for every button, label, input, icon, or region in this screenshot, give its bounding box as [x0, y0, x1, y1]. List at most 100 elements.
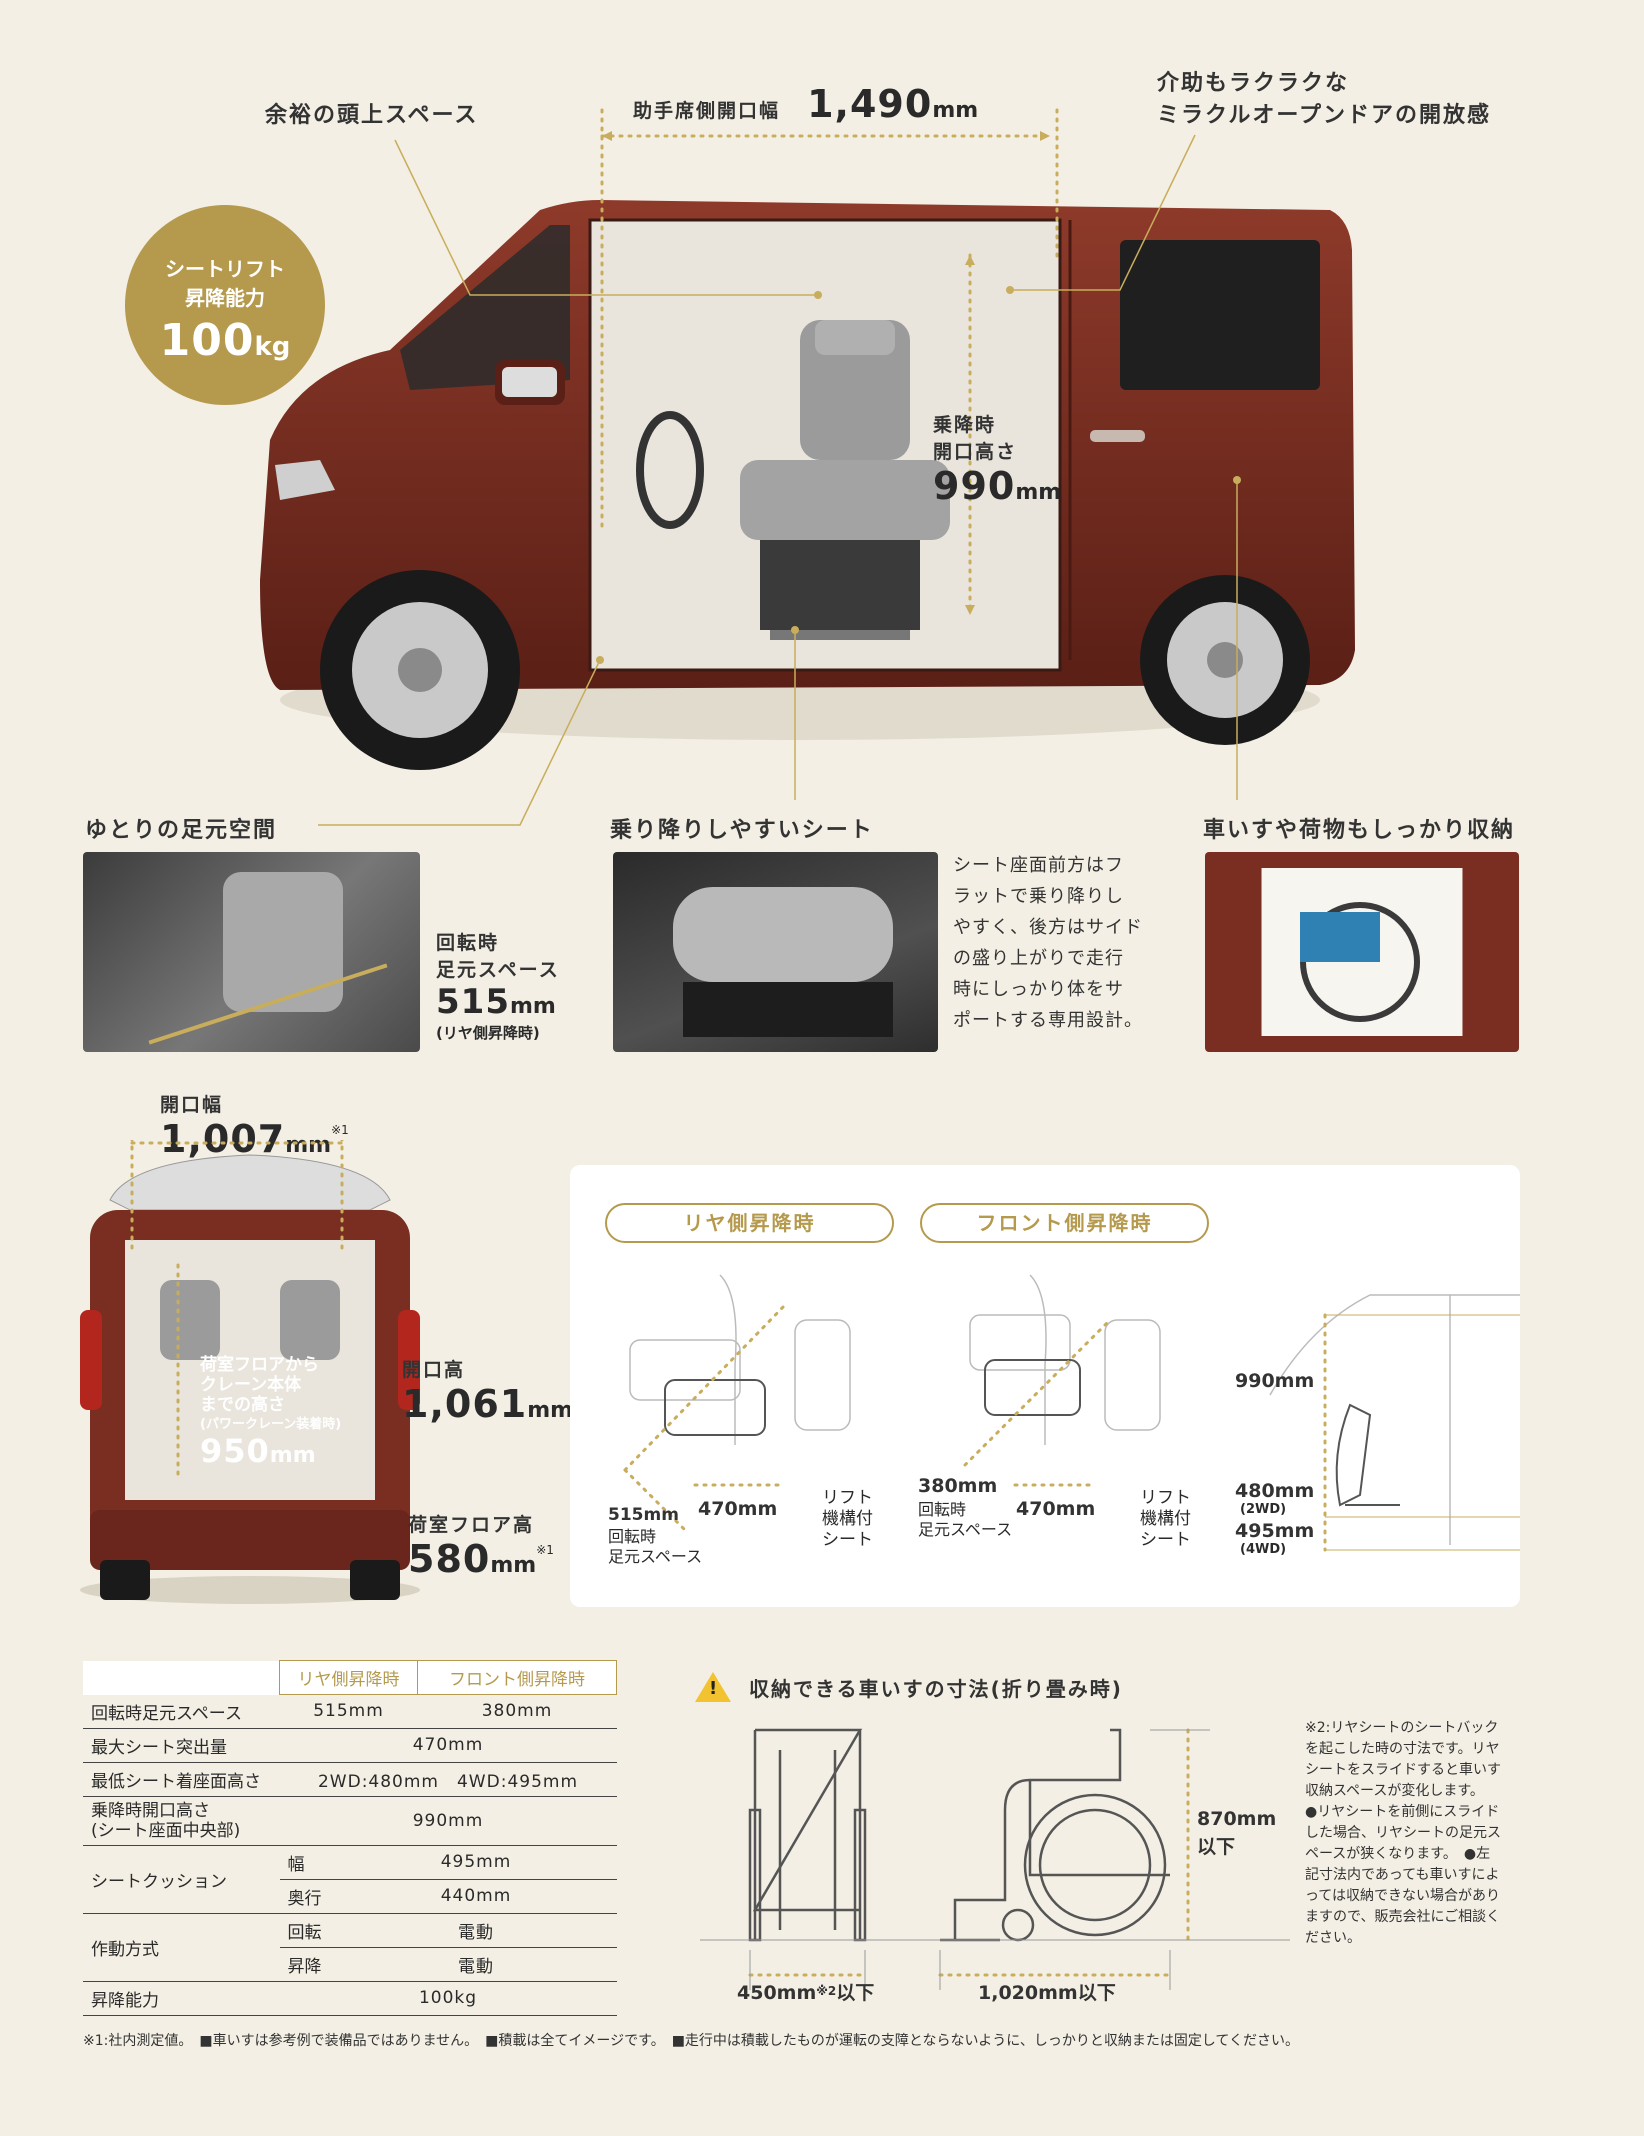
- table-row: 回転時足元スペース 515mm 380mm: [83, 1694, 617, 1729]
- opening-width-label: 助手席側開口幅: [633, 100, 781, 122]
- side-note-line: ださい。: [1305, 1930, 1361, 1946]
- row-label-line: 乗降時開口高さ: [91, 1800, 210, 1821]
- row-label: 乗降時開口高さ (シート座面中央部): [83, 1796, 280, 1846]
- foot-space-photo: [83, 852, 420, 1052]
- table-corner: [83, 1660, 280, 1695]
- crane-line1: 荷室フロアから: [200, 1355, 319, 1375]
- board-height-line2: 開口高さ: [933, 441, 1018, 463]
- wheelchair-width-value: 450mm: [737, 1982, 817, 2004]
- headroom-label: 余裕の頭上スペース: [265, 103, 479, 128]
- front-lift-seat-label: リフト 機構付 シート: [1140, 1488, 1191, 1551]
- miracle-door-caption: 介助もラクラクな ミラクルオープンドアの開放感: [1157, 68, 1491, 132]
- wheelchair-height-suffix: 以下: [1197, 1836, 1236, 1858]
- floor-height-value: 580: [408, 1537, 491, 1581]
- board-height-line1: 乗降時: [933, 414, 997, 436]
- front-foot-value: 380mm: [918, 1475, 998, 1497]
- rear-foot-line2: 足元スペース: [608, 1547, 703, 1566]
- side-note-line: 記寸法内であっても車いすによ: [1305, 1867, 1500, 1883]
- seat-desc-line: ラットで乗り降りし: [953, 886, 1124, 907]
- lift-badge-value: 100: [159, 315, 255, 366]
- rear-height-readout: 開口高 1,061mm※1: [402, 1355, 591, 1426]
- lift-line2: 機構付: [1140, 1509, 1191, 1529]
- rear-height-unit: mm: [527, 1398, 574, 1423]
- h480-value: 480mm: [1235, 1480, 1315, 1502]
- foot-space-readout: 回転時 足元スペース 515mm (リヤ側昇降時): [436, 928, 560, 1043]
- table-row: 昇降能力 100kg: [83, 1981, 617, 2016]
- wheelchair-title-row: ! 収納できる車いすの寸法(折り畳み時): [695, 1672, 1123, 1702]
- crane-value: 950: [200, 1432, 270, 1470]
- opening-width-value: 1,490: [807, 82, 933, 126]
- crane-height-callout: 荷室フロアから クレーン本体 までの高さ (パワークレーン装着時) 950mm: [200, 1355, 341, 1467]
- wheelchair-side-note: ※2:リヤシートのシートバック を起こした時の寸法です。リヤ シートをスライドす…: [1305, 1718, 1535, 1949]
- foot-note: (リヤ側昇降時): [436, 1024, 540, 1042]
- miracle-door-line2: ミラクルオープンドアの開放感: [1157, 103, 1492, 128]
- foot-unit: mm: [509, 994, 556, 1019]
- car-side-illustration: [260, 200, 1355, 770]
- seat-desc-line: ポートする専用設計。: [953, 1010, 1143, 1031]
- easy-seat-description: シート座面前方はフ ラットで乗り降りし やすく、後方はサイド の盛り上がりで走行…: [953, 850, 1143, 1036]
- rear-protrude-value: 470mm: [698, 1498, 778, 1520]
- rear-foot-line1: 回転時: [608, 1527, 657, 1546]
- wheelchair-width-suffix: 以下: [836, 1982, 875, 2004]
- wheelchair-width-readout: 450mm※2以下: [737, 1978, 874, 2005]
- side-note-line: シートをスライドすると車いす: [1305, 1762, 1501, 1778]
- rear-width-readout: 開口幅 1,007mm※1: [160, 1090, 349, 1161]
- crane-unit: mm: [269, 1443, 316, 1468]
- header-rear: リヤ側昇降時: [279, 1660, 418, 1695]
- warning-icon: !: [695, 1672, 731, 1702]
- foot-caption-line1: 回転時: [436, 932, 500, 954]
- table-row: 乗降時開口高さ (シート座面中央部) 990mm: [83, 1796, 617, 1846]
- side-note-line: ますので、販売会社にご相談く: [1305, 1909, 1501, 1925]
- crane-line2: クレーン本体: [200, 1375, 302, 1395]
- wheelchair-title: 収納できる車いすの寸法(折り畳み時): [749, 1676, 1123, 1701]
- rear-foot-caption: 回転時 足元スペース: [608, 1527, 702, 1567]
- side-note-line: ペースが狭くなります。 ●左: [1305, 1846, 1491, 1862]
- row-value: 電動: [335, 1913, 617, 1948]
- wheelchair-height-readout: 870mm 以下: [1197, 1805, 1276, 1861]
- table-row: 奥行 440mm: [83, 1879, 617, 1914]
- easy-seat-photo: [613, 852, 938, 1052]
- row-value: 440mm: [335, 1879, 617, 1914]
- seat-desc-line: の盛り上がりで走行: [953, 948, 1124, 969]
- foot-value: 515: [436, 982, 510, 1022]
- storage-title: 車いすや荷物もしっかり収納: [1203, 818, 1516, 843]
- row-value: 470mm: [279, 1728, 617, 1763]
- lift-badge-line2: 昇降能力: [185, 286, 265, 310]
- side-note-line: ※2:リヤシートのシートバック: [1305, 1720, 1499, 1736]
- lift-line3: シート: [1140, 1530, 1191, 1550]
- foot-caption-line2: 足元スペース: [436, 959, 560, 981]
- header-front: フロント側昇降時: [416, 1660, 618, 1695]
- front-protrude-value: 470mm: [1016, 1498, 1096, 1520]
- seat-diagram-panel: リヤ側昇降時 フロント側昇降時: [570, 1165, 1520, 1607]
- row-label: 最低シート着座面高さ: [83, 1762, 280, 1797]
- floor-height-sup: ※1: [536, 1543, 554, 1557]
- wheelchair-width-sup: ※2: [816, 1984, 837, 1998]
- crane-line3: までの高さ: [200, 1395, 285, 1415]
- rear-foot-value: 515mm: [608, 1505, 679, 1525]
- lift-badge-line1: シートリフト: [165, 257, 285, 281]
- rear-width-unit: mm: [285, 1133, 332, 1158]
- side-note-line: を起こした時の寸法です。リヤ: [1305, 1741, 1500, 1757]
- row-sub-label: 回転: [279, 1913, 336, 1948]
- row-label: 昇降能力: [83, 1981, 280, 2016]
- h495-value: 495mm: [1235, 1520, 1315, 1542]
- row-label: 最大シート突出量: [83, 1728, 280, 1763]
- h495-note: (4WD): [1240, 1542, 1287, 1557]
- rear-width-value: 1,007: [160, 1117, 286, 1161]
- table-row: 最大シート突出量 470mm: [83, 1728, 617, 1763]
- board-height-readout: 乗降時 開口高さ 990mm: [933, 410, 1061, 508]
- row-value: 990mm: [279, 1796, 617, 1846]
- pill-front-lift: フロント側昇降時: [920, 1203, 1209, 1243]
- h990-value: 990mm: [1235, 1370, 1315, 1392]
- opening-width-unit: mm: [932, 98, 979, 123]
- lift-line3: シート: [822, 1530, 873, 1550]
- page-footnote: ※1:社内測定値。 ■車いすは参考例で装備品ではありません。 ■積載は全てイメー…: [83, 2033, 1299, 2049]
- seat-desc-line: シート座面前方はフ: [953, 855, 1124, 876]
- dimension-lines-top: [318, 108, 1241, 826]
- miracle-door-line1: 介助もラクラクな: [1157, 71, 1350, 96]
- spec-table: リヤ側昇降時 フロント側昇降時 回転時足元スペース 515mm 380mm 最大…: [83, 1660, 618, 2016]
- pill-rear-lift: リヤ側昇降時: [605, 1203, 894, 1243]
- board-height-value: 990: [933, 464, 1016, 508]
- h480-note: (2WD): [1240, 1502, 1287, 1517]
- lift-badge-unit: kg: [254, 332, 291, 362]
